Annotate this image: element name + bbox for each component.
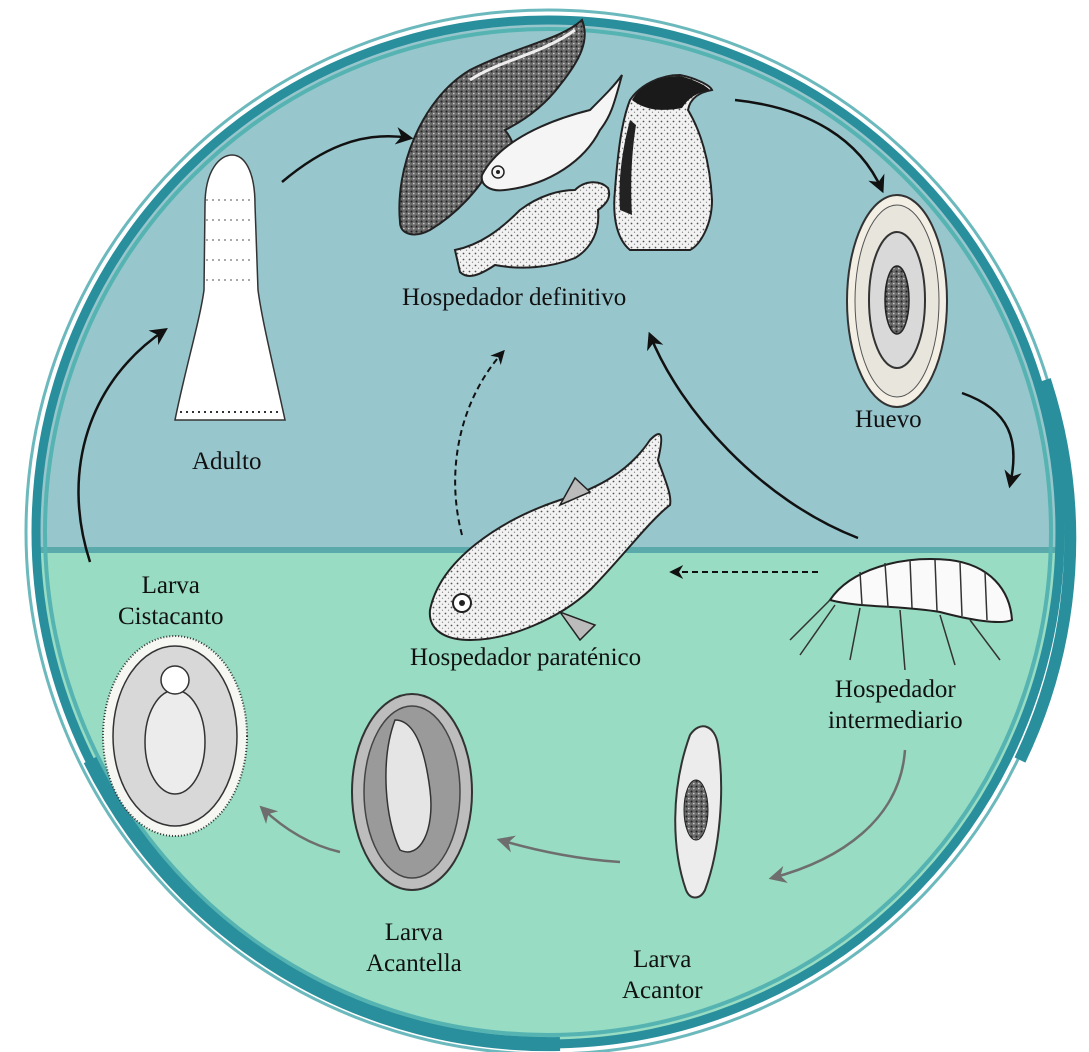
acanthella-label-line1: Larva (366, 917, 462, 948)
paratenic-host-label: Hospedador paraténico (410, 642, 641, 673)
cystacanth-larva-icon (103, 636, 247, 836)
adult-label: Adulto (192, 446, 261, 477)
cystacanth-label-line2: Cistacanto (118, 601, 224, 632)
cystacanth-label: Larva Cistacanto (118, 570, 224, 632)
definitive-host-label: Hospedador definitivo (402, 282, 626, 313)
acanthella-label-line2: Acantella (366, 948, 462, 979)
intermediate-host-label-line2: intermediario (828, 705, 963, 736)
acanthella-larva-icon (352, 694, 472, 890)
cystacanth-label-line1: Larva (118, 570, 224, 601)
intermediate-host-label-line1: Hospedador (828, 674, 963, 705)
acanthor-label-line1: Larva (622, 944, 703, 975)
acanthor-label: Larva Acantor (622, 944, 703, 1006)
intermediate-host-label: Hospedador intermediario (828, 674, 963, 736)
egg-label: Huevo (855, 404, 922, 435)
acanthella-label: Larva Acantella (366, 917, 462, 979)
egg-icon (847, 195, 947, 407)
acanthor-label-line2: Acantor (622, 975, 703, 1006)
